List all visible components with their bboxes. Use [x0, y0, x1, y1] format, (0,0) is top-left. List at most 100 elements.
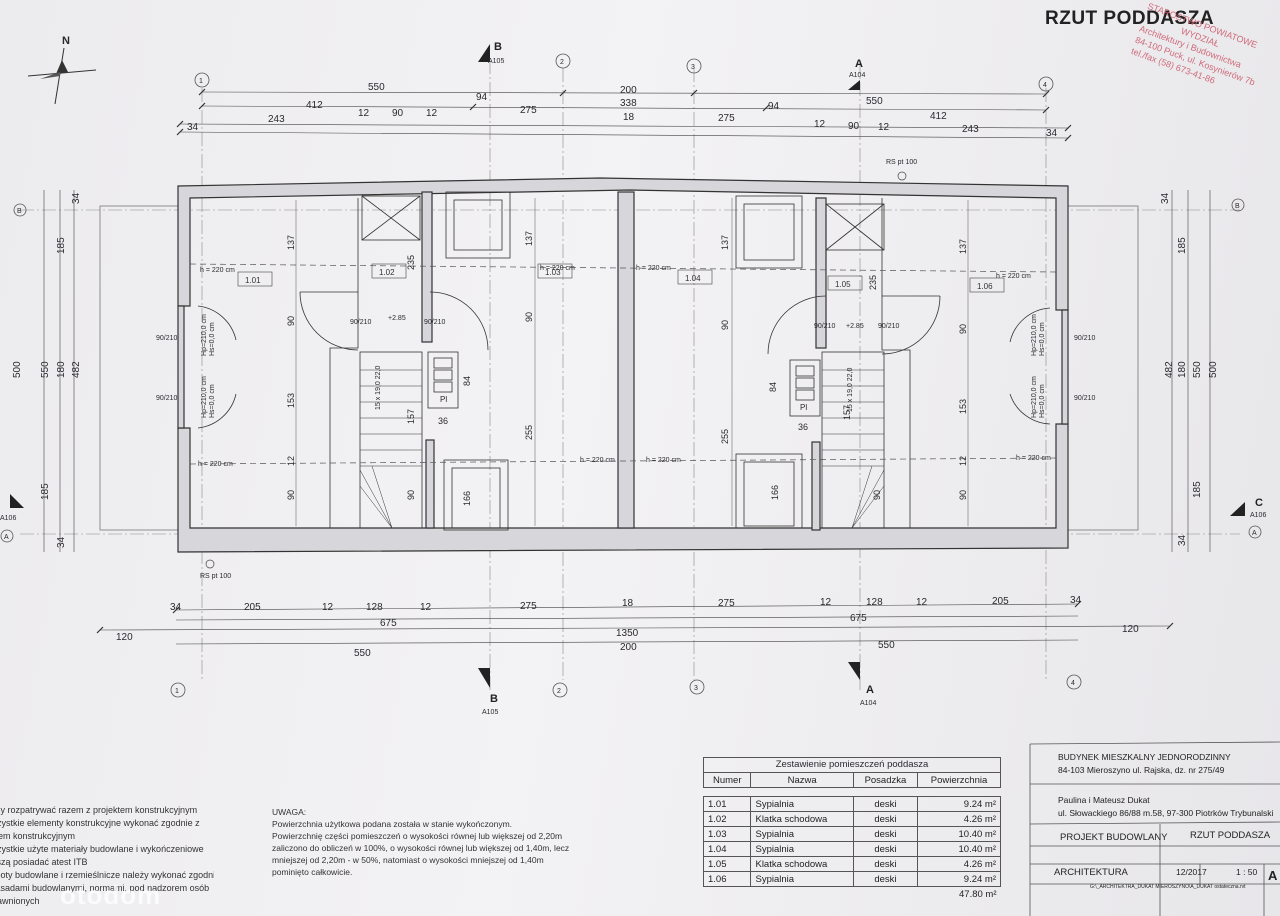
cell-name: Klatka schodowa	[750, 811, 854, 827]
dim-top-275-left: 275	[520, 105, 537, 116]
door-label-1: 90/210	[350, 319, 372, 326]
axis-3-label: 3	[691, 64, 695, 71]
height-label-2b: Hs=0,0 cm	[209, 384, 216, 418]
dim-84-a: 84	[462, 376, 472, 386]
door-label-3: 90/210	[814, 323, 836, 330]
dim-bot-205-right: 205	[992, 596, 1009, 607]
tb-investor: Paulina i Mateusz Dukat	[1058, 795, 1150, 805]
section-b-top-ref: A105	[488, 58, 504, 65]
dim-36-b: 36	[798, 422, 808, 432]
dim-bot-675-left: 675	[380, 618, 397, 629]
cell-num: 1.01	[702, 796, 752, 812]
dim-137-d: 137	[958, 239, 968, 254]
section-a-bottom-ref: A104	[860, 700, 876, 707]
dim-137-c: 137	[720, 235, 730, 250]
dim-235-b: 235	[868, 275, 878, 290]
cell-name: Sypialnia	[750, 796, 854, 812]
dim-255-b: 255	[720, 429, 730, 444]
dim-left-482: 482	[71, 361, 82, 378]
section-c-right-ref: A106	[1250, 512, 1266, 519]
dim-left-185a: 185	[56, 237, 67, 254]
dim-bot-128-left: 128	[366, 602, 383, 613]
dim-90-a: 90	[286, 316, 296, 326]
general-note-5: muszą posiadać atest ITB	[0, 857, 88, 867]
cell-floor: deski	[852, 826, 919, 842]
axis-a-label: A	[4, 534, 9, 541]
dim-top-12b: 12	[426, 108, 438, 119]
dim-90-e: 90	[958, 324, 968, 334]
cell-area: 9.24 m²	[917, 871, 1001, 887]
room-tag-106: 1.06	[977, 282, 993, 291]
cell-floor: deski	[852, 856, 919, 872]
section-a-top: A	[855, 58, 863, 70]
tb-address: 84-103 Mieroszyno ul. Rajska, dz. nr 275…	[1058, 765, 1225, 775]
dim-top-550-left: 550	[368, 82, 385, 93]
dim-right-550: 550	[1192, 361, 1203, 378]
section-c-left-ref: A106	[0, 515, 16, 522]
axis-b-label: B	[17, 208, 22, 215]
dim-bot-120-left: 120	[116, 632, 133, 643]
section-a-bottom: A	[866, 684, 874, 696]
h220-label-4: h = 220 cm	[996, 273, 1031, 280]
dim-157-b: 157	[842, 405, 852, 420]
section-b-bottom-ref: A105	[482, 709, 498, 716]
cell-num: 1.04	[702, 841, 752, 857]
col-header-number: Numer	[702, 772, 752, 788]
dim-top-34-right: 34	[1046, 128, 1058, 139]
height-label-4a: Hp=210,0 cm	[1031, 376, 1038, 418]
dim-bot-34-right: 34	[1070, 595, 1082, 606]
dim-top-94-right: 94	[768, 101, 780, 112]
cell-num: 1.06	[702, 871, 752, 887]
axis-b-right-label: B	[1235, 203, 1240, 210]
tb-file: G:\_ARCHITEKTRA_DUKAT MIEROSZYNO\A_DUKAT…	[1090, 884, 1246, 890]
level-label-left: +2.85	[388, 315, 406, 322]
dim-right-34a: 34	[1160, 192, 1171, 204]
height-label-3b: Hs=0,0 cm	[1039, 322, 1046, 356]
rs-label-top: RS pt 100	[886, 159, 917, 166]
dim-right-500: 500	[1208, 361, 1219, 378]
dim-bot-128-right: 128	[866, 597, 883, 608]
notes-line-5: pominięto całkowicie.	[272, 867, 353, 877]
general-note-1: ależy rozpatrywać razem z projektem kons…	[0, 805, 198, 815]
rooms-table-container: Zestawienie pomieszczeń poddasza Numer N…	[702, 757, 1001, 901]
notes-line-2: Powierzchnię części pomieszczeń o wysoko…	[272, 831, 563, 841]
dim-bot-18: 18	[622, 598, 634, 609]
section-b-bottom: B	[490, 693, 498, 705]
dim-bot-1350: 1350	[616, 628, 639, 639]
door-label-5: 90/210	[156, 335, 178, 342]
cell-name: Sypialnia	[750, 871, 854, 887]
cell-num: 1.03	[702, 826, 752, 842]
dim-top-412-left: 412	[306, 100, 323, 111]
axis-a-right-label: A	[1252, 530, 1257, 537]
door-label-8: 90/210	[1074, 395, 1096, 402]
cell-floor: deski	[852, 811, 919, 827]
dim-top-338: 338	[620, 98, 637, 109]
level-label-right: +2.85	[846, 323, 864, 330]
dim-top-34-left: 34	[187, 122, 199, 133]
dim-top-243-left: 243	[268, 114, 285, 125]
drawing-title: RZUT PODDASZA	[1045, 8, 1215, 29]
dim-bot-275-right: 275	[718, 598, 735, 609]
axis-4-bottom-label: 4	[1071, 680, 1075, 687]
dim-235-a: 235	[406, 255, 416, 270]
dim-top-550-right: 550	[866, 96, 883, 107]
chimney-label-left: Pl	[440, 395, 447, 404]
dim-bot-120-right: 120	[1122, 624, 1139, 635]
h220-label-7: h = 220 cm	[646, 457, 681, 464]
tb-sheet-letter: A	[1268, 868, 1278, 883]
notes-line-3: zaliczono do obliczeń w 100%, o wysokośc…	[272, 843, 570, 853]
table-total: 47.80 m²	[959, 888, 997, 900]
general-note-3: jektem konstrukcyjnym	[0, 831, 76, 841]
height-label-1b: Hs=0,0 cm	[209, 322, 216, 356]
axis-3-bottom-label: 3	[694, 685, 698, 692]
dim-bot-12a: 12	[322, 602, 334, 613]
dim-90-h: 90	[872, 490, 882, 500]
general-note-4: Wszystkie użyte materiały budowlane i wy…	[0, 844, 204, 854]
dim-12-a: 12	[286, 456, 296, 466]
section-b-top: B	[494, 41, 502, 53]
cell-area: 4.26 m²	[917, 811, 1001, 827]
cell-area: 10.40 m²	[917, 841, 1001, 857]
